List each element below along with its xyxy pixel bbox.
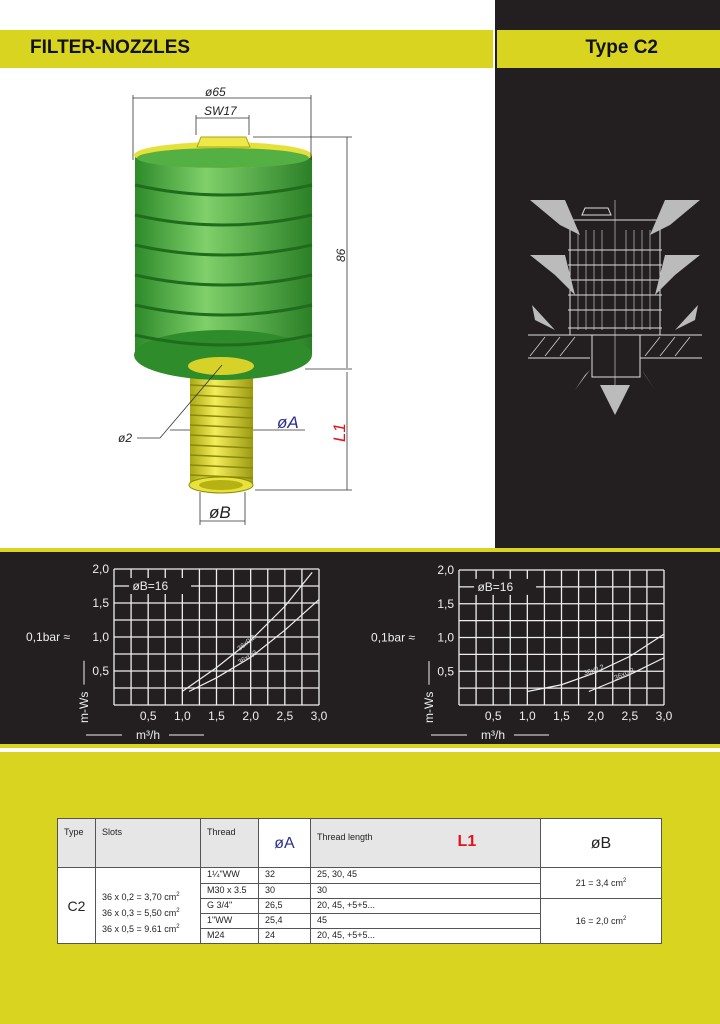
- y-axis-label: m-Ws: [422, 692, 436, 723]
- y-extra-label: 0,1bar ≈: [26, 630, 70, 644]
- y-tick-label: 1,0: [437, 631, 454, 645]
- series-line: [588, 657, 665, 693]
- nozzle-body: [134, 136, 313, 494]
- pressure-loss-charts: [0, 548, 720, 748]
- x-tick-label: 1,0: [519, 709, 536, 723]
- slot-option: 36 x 0,5 = 9.61 cm2: [102, 924, 180, 935]
- table-header-row: Type Slots Thread øA Thread length L1 øB: [57, 817, 662, 869]
- col-thread-length-label: Thread length: [317, 832, 373, 842]
- slot-option: 36 x 0,3 = 5,50 cm2: [102, 908, 180, 919]
- dim-wrench-size: SW17: [204, 104, 238, 118]
- flow-diagram-panel: [495, 0, 720, 548]
- cell-dia-a: 26,5: [258, 897, 311, 914]
- cell-dia-b: 21 = 3,4 cm2: [540, 867, 662, 899]
- y-tick-label: 2,0: [92, 562, 109, 576]
- x-tick-label: 0,5: [485, 709, 502, 723]
- x-axis-label: m³/h: [481, 728, 505, 742]
- table-row: M30 x 3.5 30 30: [58, 882, 662, 899]
- cell-type: C2: [57, 867, 96, 944]
- x-tick-label: 3,0: [311, 709, 328, 723]
- cell-dia-a: 30: [258, 882, 311, 899]
- series-line: [188, 599, 320, 692]
- table-row: M24 24 20, 45, +5+5...: [58, 927, 662, 945]
- y-extra-label: 0,1bar ≈: [371, 631, 415, 645]
- y-tick-label: 0,5: [92, 664, 109, 678]
- y-axis-label: m-Ws: [77, 692, 91, 723]
- annotation-label: øB=16: [477, 580, 513, 594]
- y-tick-label: 2,0: [437, 563, 454, 577]
- cell-dia-b: 16 = 2,0 cm2: [540, 897, 662, 945]
- series-label: 36x0,3: [613, 667, 635, 682]
- charts-canvas: 0,5 1,0 1,5 2,0 2,5 3,0 0,5 1,0 1,5 2,0 0,1bar ≈ øB…: [26, 562, 673, 742]
- table-row: 1"WW 25,4 45: [58, 912, 662, 929]
- x-axis-label: m³/h: [136, 728, 160, 742]
- x-tick-label: 2,5: [621, 709, 638, 723]
- col-slots: Slots: [95, 817, 201, 869]
- cell-length: 20, 45, +5+5...: [310, 897, 541, 914]
- page-title: FILTER-NOZZLES: [0, 30, 493, 68]
- series-line: [181, 572, 313, 692]
- col-dia-a: øA: [258, 817, 311, 869]
- dim-height: 86: [334, 248, 348, 262]
- col-thread-length: Thread length L1: [310, 817, 541, 869]
- x-tick-label: 2,0: [587, 709, 604, 723]
- cell-thread: M30 x 3.5: [200, 882, 259, 899]
- nozzle-drawing: ø65 SW17 86 ø2 øA L1 øB: [118, 85, 352, 525]
- cell-length: 20, 45, +5+5...: [310, 927, 541, 945]
- y-tick-label: 1,0: [92, 630, 109, 644]
- cell-dia-a: 25,4: [258, 912, 311, 929]
- table-row: C2 36 x 0,2 = 3,70 cm2 36 x 0,3 = 5,50 c…: [57, 867, 662, 944]
- col-l1: L1: [457, 833, 477, 850]
- dim-l1: L1: [330, 423, 349, 442]
- cell-thread: M24: [200, 927, 259, 945]
- cell-length: 25, 30, 45: [310, 867, 541, 884]
- x-tick-label: 0,5: [140, 709, 157, 723]
- x-tick-label: 1,0: [174, 709, 191, 723]
- cell-length: 30: [310, 882, 541, 899]
- y-tick-label: 1,5: [437, 597, 454, 611]
- x-tick-label: 2,5: [276, 709, 293, 723]
- dim-slot-diameter: ø2: [118, 431, 132, 445]
- x-tick-label: 2,0: [242, 709, 259, 723]
- dim-outer-diameter: ø65: [205, 85, 226, 99]
- dim-a: øA: [277, 413, 299, 432]
- slot-option: 36 x 0,2 = 3,70 cm2: [102, 892, 180, 903]
- type-label: Type C2: [497, 30, 720, 68]
- y-tick-label: 0,5: [437, 664, 454, 678]
- x-tick-label: 3,0: [656, 709, 673, 723]
- cell-thread: 1¼"WW: [200, 867, 259, 884]
- annotation-bg: [474, 578, 537, 595]
- annotation-bg: [129, 578, 192, 594]
- table-row: G 3/4" 26,5 20, 45, +5+5... 16 = 2,0 cm2: [58, 897, 662, 945]
- x-tick-label: 1,5: [208, 709, 225, 723]
- dimension-lines: [132, 95, 352, 525]
- cell-thread: G 3/4": [200, 897, 259, 914]
- cell-dia-a: 32: [258, 867, 311, 884]
- col-dia-b: øB: [540, 817, 662, 869]
- x-tick-label: 1,5: [553, 709, 570, 723]
- col-thread: Thread: [200, 817, 259, 869]
- col-type: Type: [57, 817, 96, 869]
- cell-slots: 36 x 0,2 = 3,70 cm2 36 x 0,3 = 5,50 cm2 …: [95, 867, 201, 944]
- cell-thread: 1"WW: [200, 912, 259, 929]
- dim-b: øB: [209, 503, 231, 522]
- cell-dia-a: 24: [258, 927, 311, 945]
- cell-length: 45: [310, 912, 541, 929]
- flow-diagram: [528, 200, 702, 415]
- annotation-label: øB=16: [132, 579, 168, 593]
- y-tick-label: 1,5: [92, 596, 109, 610]
- series-label: 36x0,2: [583, 664, 605, 678]
- series-line: [527, 633, 665, 693]
